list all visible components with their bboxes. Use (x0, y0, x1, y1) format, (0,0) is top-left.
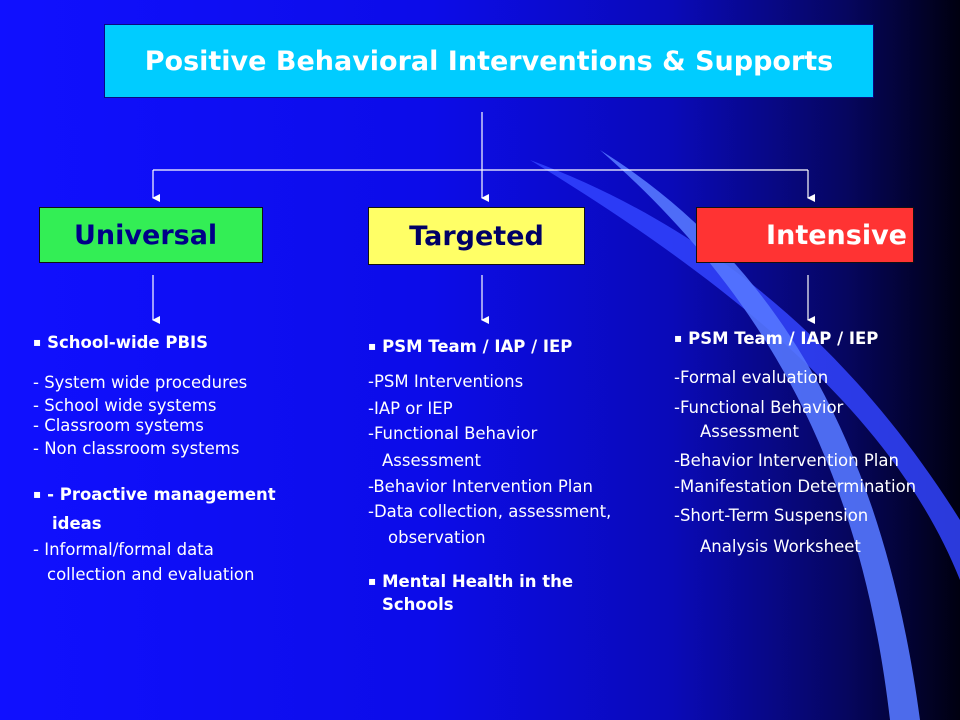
intensive-heading: PSM Team / IAP / IEP (674, 330, 878, 348)
targeted-label: Targeted (409, 220, 544, 252)
universal-heading: School-wide PBIS (33, 334, 208, 352)
universal-item: - Classroom systems (33, 416, 204, 435)
universal-item-2-cont: collection and evaluation (47, 565, 255, 584)
intensive-label: Intensive (766, 219, 907, 251)
page-title: Positive Behavioral Interventions & Supp… (144, 45, 834, 77)
targeted-line: -PSM Interventions (368, 372, 524, 391)
intensive-line: -Short-Term Suspension (674, 506, 869, 525)
intensive-line: Analysis Worksheet (700, 537, 861, 556)
targeted-line: -Data collection, assessment, (368, 502, 612, 521)
intensive-tier-box: Intensive (696, 207, 914, 263)
targeted-heading: PSM Team / IAP / IEP (368, 338, 572, 356)
universal-item: - Non classroom systems (33, 439, 240, 458)
universal-item: - School wide systems (33, 396, 217, 415)
intensive-line: -Functional Behavior (674, 398, 844, 417)
universal-heading-2: - Proactive management (33, 486, 276, 504)
intensive-line: Assessment (700, 422, 799, 441)
targeted-heading-2-cont: Schools (382, 595, 454, 614)
intensive-line: -Formal evaluation (674, 368, 829, 387)
targeted-tier-box: Targeted (368, 207, 585, 265)
targeted-line: -Behavior Intervention Plan (368, 477, 593, 496)
universal-label: Universal (74, 219, 218, 251)
universal-item-2: - Informal/formal data (33, 540, 214, 559)
intensive-line: -Manifestation Determination (674, 477, 917, 496)
targeted-line: -Functional Behavior (368, 424, 538, 443)
intensive-line: -Behavior Intervention Plan (674, 451, 899, 470)
universal-tier-box: Universal (39, 207, 263, 263)
title-box: Positive Behavioral Interventions & Supp… (104, 24, 874, 98)
targeted-heading-2: Mental Health in the (368, 573, 573, 591)
universal-item: - System wide procedures (33, 373, 248, 392)
universal-heading-2-cont: ideas (52, 514, 102, 533)
targeted-line: Assessment (382, 451, 481, 470)
targeted-line: -IAP or IEP (368, 399, 453, 418)
targeted-line: observation (388, 528, 486, 547)
